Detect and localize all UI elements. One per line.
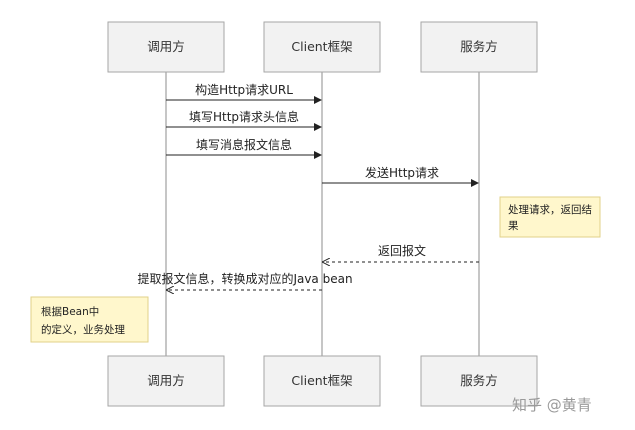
client-label-bottom: Client框架	[291, 373, 352, 388]
caller-box-bottom: 调用方	[107, 355, 225, 407]
caller-note-line-2: 的定义，业务处理	[41, 323, 125, 336]
caller-note: 根据Bean中 的定义，业务处理	[30, 296, 149, 343]
server-note-line-2: 果	[508, 220, 519, 232]
server-note-line-1: 处理请求，返回结	[508, 203, 592, 216]
message-3-label: 填写消息报文信息	[196, 137, 292, 152]
caller-label-top: 调用方	[147, 39, 185, 54]
client-label-top: Client框架	[291, 39, 352, 54]
client-box-bottom: Client框架	[263, 355, 381, 407]
client-box-top: Client框架	[263, 21, 381, 73]
caller-note-line-1: 根据Bean中	[41, 305, 99, 318]
message-1-label: 构造Http请求URL	[195, 82, 293, 97]
message-2-label: 填写Http请求头信息	[189, 109, 299, 124]
server-note: 处理请求，返回结 果	[499, 196, 601, 238]
server-box-bottom: 服务方	[420, 355, 538, 407]
server-box-top: 服务方	[420, 21, 538, 73]
message-5-label: 返回报文	[378, 243, 426, 258]
caller-box-top: 调用方	[107, 21, 225, 73]
server-label-bottom: 服务方	[460, 373, 498, 388]
server-label-top: 服务方	[460, 39, 498, 54]
message-6-label: 提取报文信息，转换成对应的Java bean	[137, 271, 352, 286]
message-4-label: 发送Http请求	[365, 165, 439, 180]
watermark-text: 知乎 @黄青	[512, 396, 592, 414]
caller-label-bottom: 调用方	[147, 373, 185, 388]
